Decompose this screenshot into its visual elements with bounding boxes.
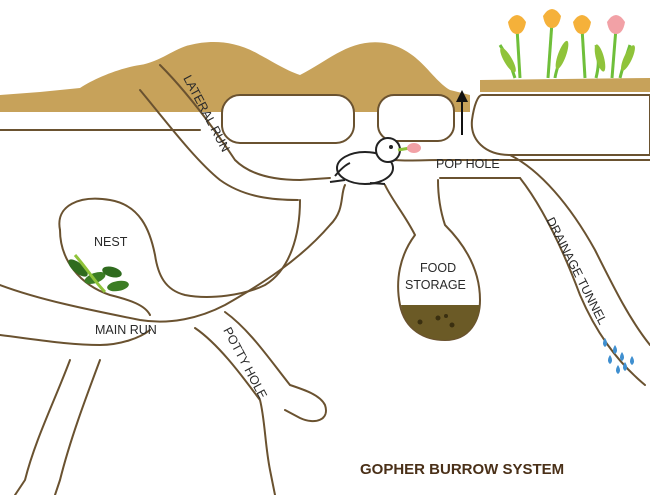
drainage-tunnel [519, 177, 646, 386]
soil-strip-right [480, 78, 650, 92]
soil-mound [0, 42, 470, 112]
leaf-icon [68, 254, 129, 294]
surface-chamber-middle [377, 94, 455, 142]
tulip-icon [498, 9, 635, 79]
water-drop-icon [603, 338, 634, 374]
ground-surface [0, 42, 650, 112]
nest-chamber [58, 197, 301, 298]
diagram-title: GOPHER BURROW SYSTEM [360, 461, 564, 478]
label-potty-hole: POTTY HOLE [220, 325, 269, 401]
up-arrow-icon [456, 90, 468, 135]
potty-hole-tunnel [194, 327, 276, 495]
food-deposit [401, 305, 480, 340]
tunnel-outlines [221, 94, 650, 156]
lateral-run-tunnel [159, 64, 331, 181]
label-food-storage-line2: STORAGE [405, 278, 466, 292]
label-food-storage-line1: FOOD [420, 261, 456, 275]
label-nest: NEST [94, 235, 128, 249]
label-pop-hole: POP HOLE [436, 157, 500, 171]
gopher-icon [329, 137, 421, 185]
surface-chamber-left [221, 94, 355, 144]
main-run-tunnel [0, 184, 346, 323]
label-drainage-tunnel: DRAINAGE TUNNEL [543, 215, 609, 327]
label-main-run: MAIN RUN [95, 323, 157, 337]
surface-chamber-right [470, 94, 650, 156]
